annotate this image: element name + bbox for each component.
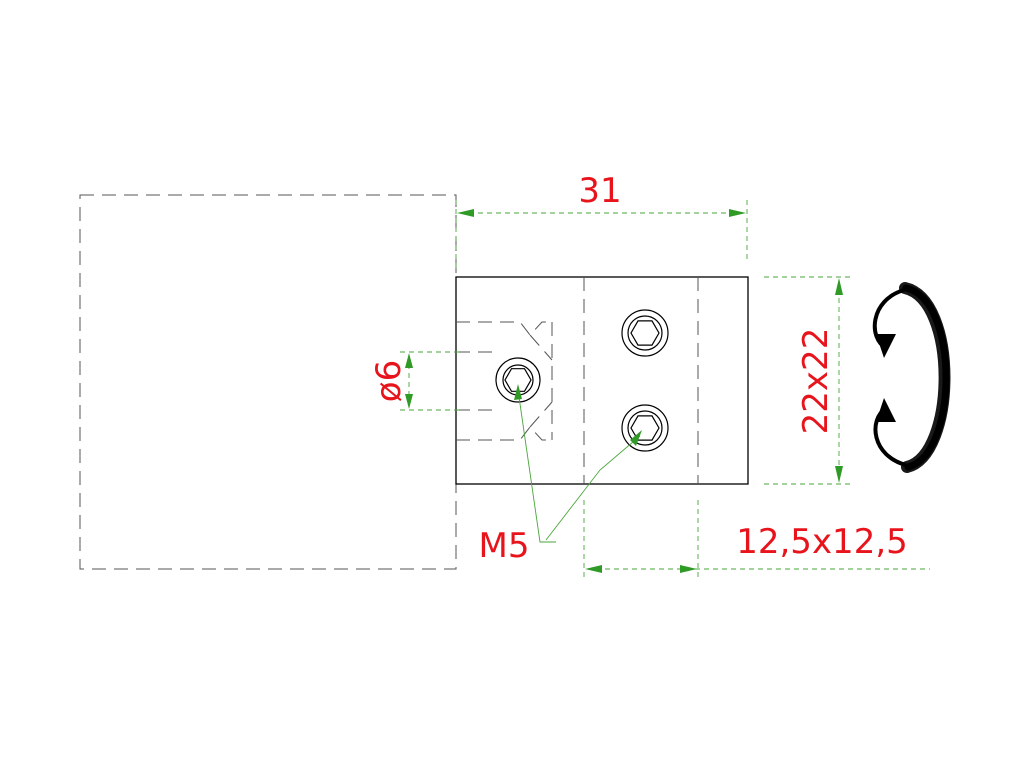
screw-top bbox=[621, 309, 669, 357]
dimension-insert-label: 12,5x12,5 bbox=[736, 522, 908, 562]
dimension-hole-diameter-label: ø6 bbox=[369, 360, 409, 402]
dimension-profile-label: 22x22 bbox=[796, 328, 836, 435]
dimension-hole-diameter: ø6 bbox=[369, 351, 462, 411]
rotate-arrows-icon bbox=[872, 282, 951, 473]
hidden-lines bbox=[456, 277, 699, 484]
dimension-profile: 22x22 bbox=[764, 276, 852, 485]
dimension-length: 31 bbox=[455, 171, 748, 270]
dimension-length-label: 31 bbox=[578, 171, 621, 211]
screw-bottom bbox=[621, 404, 669, 452]
thread-label: M5 bbox=[479, 526, 530, 566]
thread-leader: M5 bbox=[479, 384, 642, 566]
part-outline bbox=[455, 276, 749, 485]
dimension-insert: 12,5x12,5 bbox=[583, 500, 930, 578]
